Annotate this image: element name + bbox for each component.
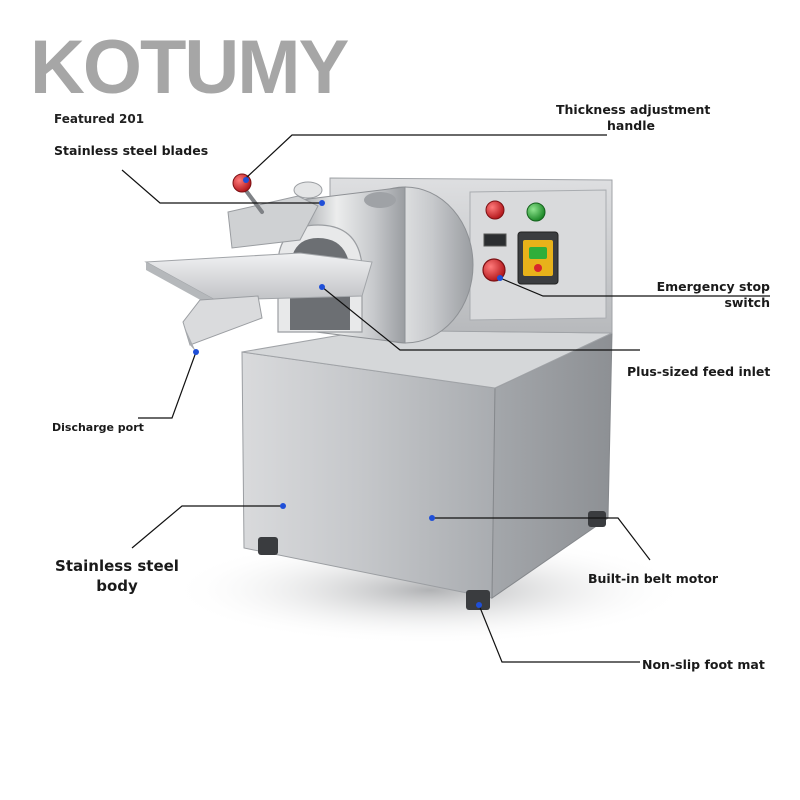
start-button[interactable] bbox=[529, 247, 547, 259]
label-foot-mat: Non-slip foot mat bbox=[642, 657, 765, 672]
label-belt-motor: Built-in belt motor bbox=[588, 571, 719, 586]
featured-caption: Featured 201 bbox=[54, 112, 145, 126]
digital-readout bbox=[483, 233, 507, 247]
dot-feed-inlet bbox=[319, 284, 325, 290]
label-discharge-port: Discharge port bbox=[52, 421, 144, 434]
label-thickness-line2: handle bbox=[607, 117, 655, 133]
feed-tray bbox=[144, 252, 373, 301]
blade-head bbox=[227, 195, 319, 249]
floor-shadow bbox=[170, 535, 690, 645]
discharge-chute bbox=[182, 295, 263, 346]
dot-body bbox=[280, 503, 286, 509]
leader-discharge bbox=[138, 351, 197, 419]
brand-logo: KOTUMY bbox=[30, 25, 349, 110]
label-stainless-steel-blades: Stainless steel blades bbox=[54, 143, 209, 158]
dot-emergency bbox=[497, 275, 503, 281]
feed-tray-lip bbox=[146, 262, 215, 308]
label-body-line2: body bbox=[96, 577, 138, 596]
label-emergency-stop: Emergency stop switch bbox=[630, 279, 770, 310]
dot-thickness bbox=[243, 177, 249, 183]
leader-emergency bbox=[499, 277, 770, 297]
green-indicator-light-icon bbox=[526, 202, 546, 222]
foot-back-right bbox=[588, 511, 606, 527]
leader-body bbox=[131, 505, 283, 549]
dot-blades bbox=[319, 200, 325, 206]
label-emergency-line1: Emergency stop bbox=[656, 279, 770, 294]
foot-front-left bbox=[258, 537, 278, 555]
leader-thickness bbox=[245, 134, 607, 179]
dot-motor bbox=[429, 515, 435, 521]
knob-stem bbox=[242, 186, 264, 214]
dot-foot-mat bbox=[476, 602, 482, 608]
leader-foot-mat bbox=[478, 604, 640, 663]
dot-discharge bbox=[193, 349, 199, 355]
label-emergency-line2: switch bbox=[724, 294, 770, 310]
thickness-knob-icon[interactable] bbox=[232, 173, 252, 193]
label-stainless-steel-body: Stainless steel body bbox=[44, 556, 190, 597]
label-thickness-adjustment: Thickness adjustment handle bbox=[556, 102, 711, 133]
red-indicator-light-icon bbox=[485, 200, 505, 220]
foot-front-right bbox=[466, 590, 490, 610]
leader-blades bbox=[121, 169, 322, 204]
leader-feed-inlet bbox=[321, 286, 640, 351]
leader-motor bbox=[432, 517, 651, 561]
stop-button[interactable] bbox=[534, 264, 542, 272]
blade-cap bbox=[293, 181, 323, 199]
label-feed-inlet: Plus-sized feed inlet bbox=[627, 364, 771, 379]
marker-dots bbox=[193, 177, 503, 608]
label-thickness-line1: Thickness adjustment bbox=[556, 102, 711, 117]
label-body-line1: Stainless steel bbox=[55, 557, 179, 575]
drum-top-hole bbox=[364, 192, 396, 208]
leader-lines bbox=[121, 134, 770, 663]
